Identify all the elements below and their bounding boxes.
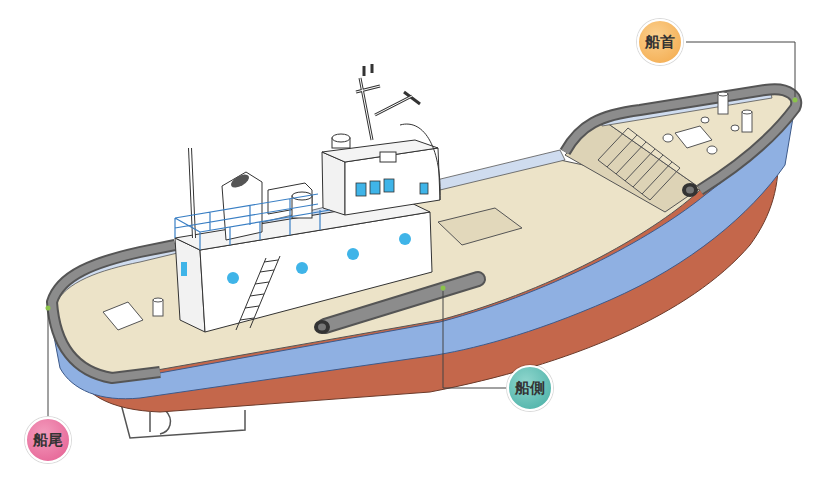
deckhouse xyxy=(181,262,187,276)
bow-fittings xyxy=(663,134,673,142)
bow-fittings xyxy=(731,125,739,131)
gunwale-rim xyxy=(686,187,694,194)
hatch xyxy=(438,208,522,245)
deckhouse xyxy=(399,233,411,245)
stern-fittings xyxy=(103,302,143,330)
bow-fittings xyxy=(742,110,752,114)
leader-line xyxy=(46,306,51,311)
side-fender xyxy=(318,324,326,331)
leader-line xyxy=(686,42,795,97)
bow-fittings xyxy=(675,126,712,148)
leader-line xyxy=(48,311,49,416)
leader-line xyxy=(443,291,506,388)
upper-deck xyxy=(400,124,440,200)
deckhouse xyxy=(347,248,359,260)
callout-label: 船側 xyxy=(515,379,545,397)
upper-deck xyxy=(356,183,366,196)
side-fender xyxy=(325,279,478,326)
leader-line xyxy=(793,98,798,103)
gunwale-rim xyxy=(52,245,175,378)
hull-bottom xyxy=(150,410,170,434)
bow-fittings xyxy=(663,92,752,154)
deckhouse xyxy=(296,262,308,274)
stern-callout: 船尾 xyxy=(25,417,71,463)
side-fender xyxy=(314,320,330,334)
bow-fittings xyxy=(742,112,752,132)
side-callout: 船側 xyxy=(507,365,553,411)
upper-deck xyxy=(322,152,345,215)
upper-deck xyxy=(384,179,394,192)
deck xyxy=(52,160,700,378)
gunwale-rim xyxy=(52,245,175,378)
callout-label: 船首 xyxy=(645,33,675,51)
upper-deck xyxy=(190,64,440,240)
leader-line xyxy=(46,42,798,416)
upper-deck xyxy=(229,172,251,191)
hatch xyxy=(438,208,522,245)
bow-fittings xyxy=(701,117,709,123)
railing xyxy=(175,194,330,250)
railing xyxy=(175,194,330,250)
gunwale-rim xyxy=(682,183,698,197)
gunwale-rim xyxy=(52,89,796,378)
bow-callout: 船首 xyxy=(637,19,683,65)
gunwale-rim xyxy=(565,89,796,190)
upper-deck xyxy=(380,152,396,162)
upper-deck xyxy=(332,134,350,142)
upper-deck xyxy=(222,172,262,240)
deckhouse xyxy=(236,256,280,330)
side-fender xyxy=(314,279,478,334)
stern-fittings xyxy=(103,298,163,330)
upper-deck xyxy=(356,64,420,140)
leader-line xyxy=(441,286,446,291)
side-fender xyxy=(325,279,478,326)
deck xyxy=(52,90,796,378)
callout-label: 船尾 xyxy=(33,431,63,449)
gunwale-rim xyxy=(565,89,796,190)
stern-fittings xyxy=(153,298,163,302)
bow-fittings xyxy=(718,92,728,96)
deck xyxy=(598,128,680,200)
bow-fittings xyxy=(707,146,717,154)
deckhouse xyxy=(227,272,239,284)
upper-deck xyxy=(370,181,380,194)
upper-deck xyxy=(420,183,428,194)
upper-deck xyxy=(356,78,412,140)
bow-fittings xyxy=(718,94,728,114)
